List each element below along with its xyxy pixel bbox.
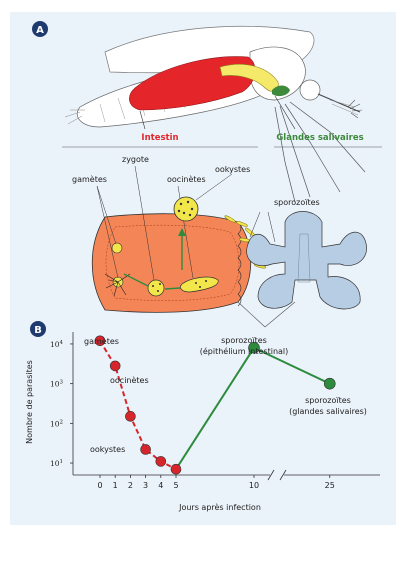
data-point	[248, 341, 260, 354]
label-sporozoites-a: sporozoïtes	[274, 198, 320, 207]
panel-b-letter: B	[34, 325, 42, 336]
oocyst	[173, 196, 199, 222]
x-tick-label: 5	[173, 481, 178, 490]
gut-cross-section	[91, 165, 252, 313]
data-point	[140, 444, 151, 455]
annot-oocinetes: oocinètes	[110, 375, 149, 385]
salivary-gland	[246, 211, 367, 310]
y-axis-label: Nombre de parasites	[25, 360, 34, 444]
data-point	[323, 377, 336, 390]
mosquito-drawing	[64, 25, 366, 203]
panel-a-letter: A	[36, 25, 44, 36]
series-group	[94, 335, 336, 475]
label-gametes: gamètes	[72, 174, 107, 184]
x-tick-label: 10	[249, 481, 259, 490]
annot-sporozoites-1: sporozoïtes	[221, 336, 267, 345]
figure-svg: A Intestin Glandes salivaires gamètes	[25, 21, 382, 512]
label-glandes-salivaires: Glandes salivaires	[276, 133, 363, 143]
x-tick-label: 0	[97, 481, 102, 490]
axis-break-icon	[267, 469, 287, 481]
y-ticks: 101 102 103 104	[50, 340, 73, 468]
x-axis-label: Jours après infection	[178, 502, 261, 512]
x-tick-label: 2	[128, 481, 133, 490]
mosquito-salivary-glands	[272, 85, 290, 97]
data-point	[125, 411, 136, 422]
gamete-1	[111, 242, 123, 254]
annot-ookystes: ookystes	[90, 445, 125, 454]
zygote	[147, 279, 165, 297]
label-oocinetes: oocinètes	[167, 174, 206, 184]
label-intestin: Intestin	[141, 133, 178, 143]
label-zygote: zygote	[122, 155, 149, 164]
data-point	[109, 360, 121, 372]
annot-epithelium: (épithélium intestinal)	[200, 346, 289, 356]
x-tick-label: 4	[158, 481, 163, 490]
panel-a-badge	[32, 21, 48, 37]
parasite-chart: Nombre de parasites Jours après infectio…	[25, 332, 380, 512]
annot-gametes: gamètes	[84, 336, 119, 346]
panel-b-badge	[30, 321, 46, 337]
y-tick-label: 102	[50, 419, 63, 428]
data-point	[94, 335, 106, 347]
figure-panel: A Intestin Glandes salivaires gamètes	[10, 12, 396, 525]
label-ookystes: ookystes	[215, 165, 250, 174]
salivary-gland-lobes	[246, 211, 367, 310]
x-tick-label: 25	[325, 481, 335, 490]
axis-break-mask	[270, 470, 284, 480]
data-point	[170, 463, 182, 475]
y-tick-label: 101	[50, 459, 63, 468]
ookinete	[180, 276, 219, 293]
x-tick-label: 3	[143, 481, 148, 490]
gut-epithelium	[105, 224, 240, 301]
annot-sporozoites-2: sporozoïtes	[305, 396, 351, 405]
y-tick-label: 104	[50, 340, 64, 349]
data-point	[155, 456, 167, 467]
y-tick-label: 103	[50, 380, 64, 389]
x-tick-label: 1	[113, 481, 118, 490]
x-ticks: 0 1 2 3 4 5 10 25	[97, 475, 335, 490]
annot-glandes: (glandes salivaires)	[289, 407, 367, 416]
gut-wall	[91, 213, 252, 313]
mosquito-head	[299, 79, 321, 101]
